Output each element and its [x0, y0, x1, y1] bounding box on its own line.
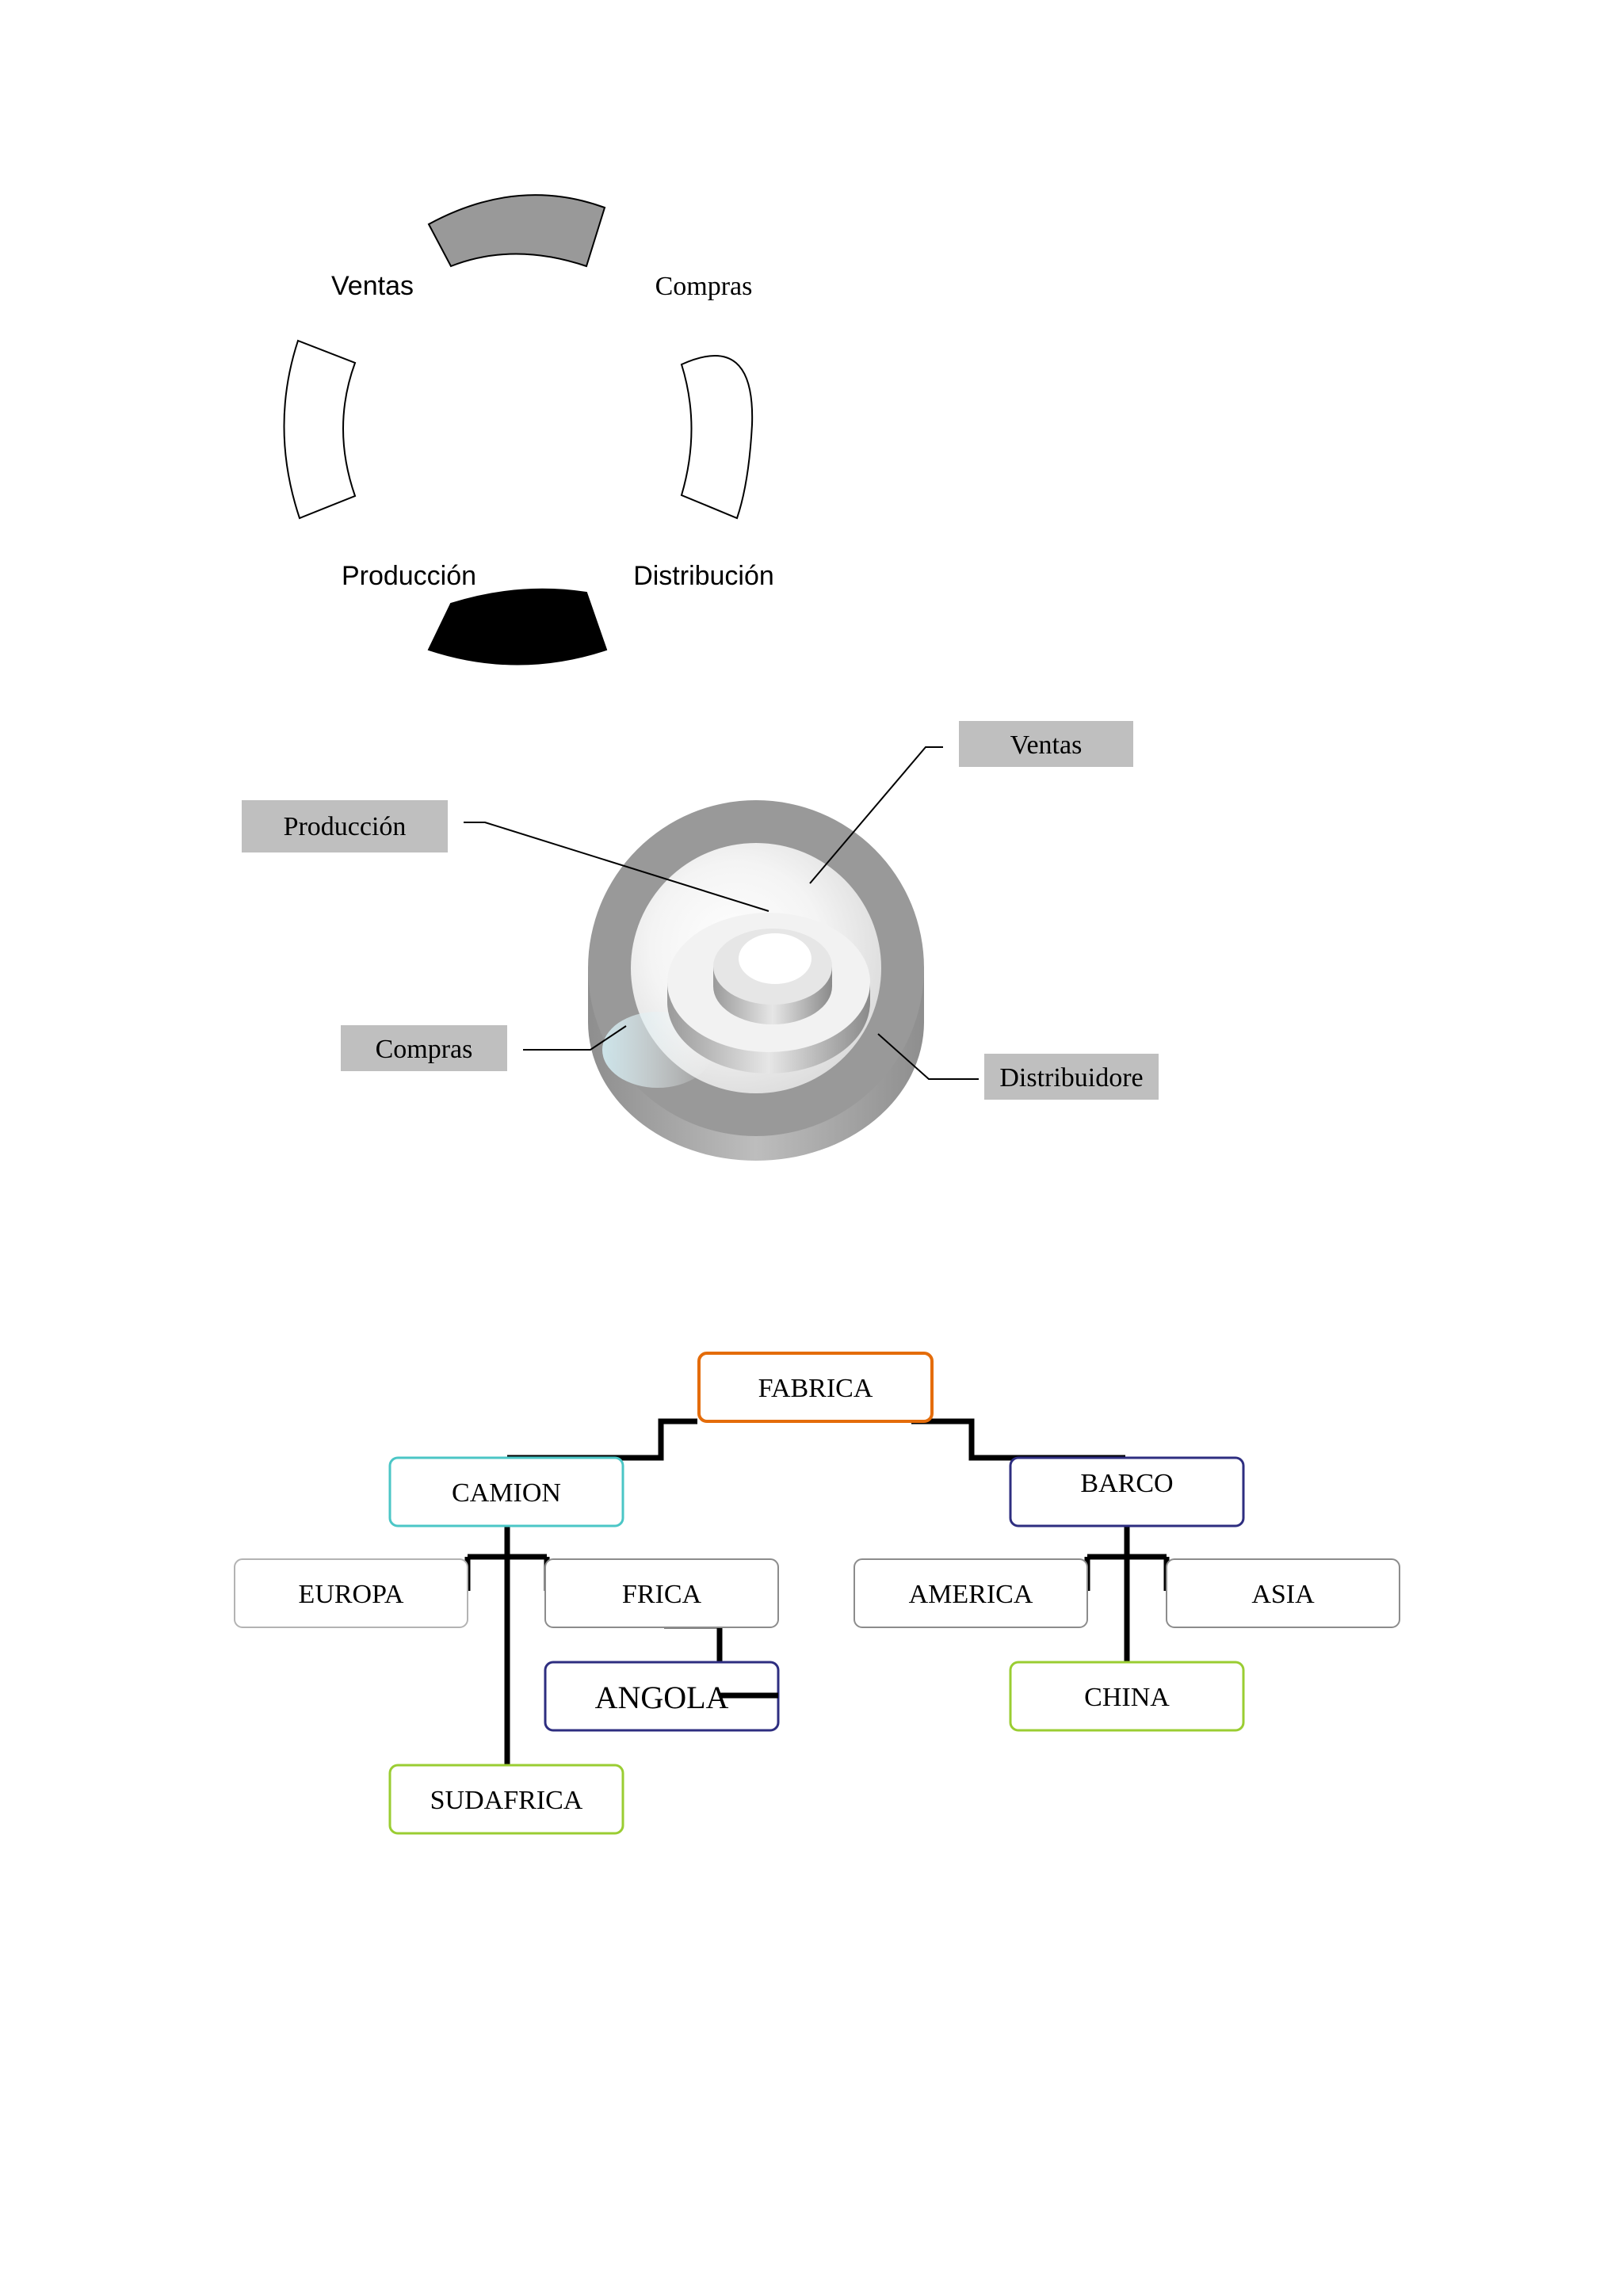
callout-box-compras	[341, 1025, 507, 1071]
connector-fabrica-barco	[911, 1418, 1125, 1461]
cycle-diagram: Ventas Compras Producción Distribución	[283, 194, 774, 666]
node-asia: ASIA	[1166, 1558, 1400, 1628]
node-camion-label: CAMION	[452, 1478, 561, 1508]
callout-box-produccion	[242, 800, 448, 852]
node-camion: CAMION	[388, 1456, 624, 1527]
cycle-label-distribucion: Distribución	[633, 561, 774, 591]
node-europa-box	[234, 1558, 468, 1628]
node-america: AMERICA	[854, 1558, 1088, 1628]
node-china: CHINA	[1009, 1661, 1245, 1732]
cycle-label-ventas: Ventas	[331, 271, 414, 301]
node-fabrica: FABRICA	[697, 1352, 934, 1423]
node-frica-label: FRICA	[622, 1580, 702, 1609]
node-america-label: AMERICA	[909, 1580, 1033, 1609]
cycle-segment-right	[680, 355, 754, 520]
callout-box-distribuidore	[984, 1054, 1159, 1100]
callout-label-compras: Compras	[376, 1035, 473, 1064]
cycle-label-produccion: Producción	[342, 561, 476, 591]
node-china-label: CHINA	[1084, 1683, 1170, 1712]
cycle-segment-left	[283, 339, 357, 520]
node-angola-label: ANGOLA	[595, 1680, 729, 1715]
node-frica-box	[544, 1558, 779, 1628]
node-asia-label: ASIA	[1251, 1580, 1315, 1609]
org-chart: FABRICA CAMION BARCO EUROPA FRICA AMERIC…	[234, 1352, 1400, 1835]
connector-fabrica-camion	[507, 1418, 697, 1461]
callout-box-ventas	[959, 721, 1133, 767]
node-sudafrica-box	[388, 1764, 624, 1835]
target-center	[739, 933, 812, 984]
node-sudafrica-label: SUDAFRICA	[430, 1786, 583, 1815]
callout-label-produccion: Producción	[284, 812, 407, 841]
cycle-segment-top	[427, 194, 606, 268]
node-europa-label: EUROPA	[299, 1580, 404, 1609]
target-diagram: Ventas Producción Compras Distribuidore	[242, 721, 1159, 1161]
callout-label-distribuidore: Distribuidore	[999, 1063, 1143, 1093]
node-camion-box	[388, 1456, 624, 1527]
node-barco-label: BARCO	[1080, 1469, 1173, 1498]
node-frica: FRICA	[544, 1558, 779, 1628]
node-europa: EUROPA	[234, 1558, 468, 1628]
callout-line-compras	[523, 1025, 627, 1051]
node-asia-box	[1166, 1558, 1400, 1628]
callout-line-ventas	[809, 746, 943, 884]
cycle-label-compras: Compras	[655, 272, 753, 301]
cycle-segment-bottom	[427, 588, 608, 666]
node-fabrica-box	[697, 1352, 934, 1423]
callout-label-ventas: Ventas	[1010, 730, 1083, 760]
node-sudafrica: SUDAFRICA	[388, 1764, 624, 1835]
node-barco-box	[1009, 1456, 1245, 1527]
callout-line-produccion	[464, 822, 769, 912]
node-angola: ANGOLA	[544, 1661, 780, 1732]
node-china-box	[1009, 1661, 1245, 1732]
node-america-box	[854, 1558, 1088, 1628]
node-barco: BARCO	[1009, 1456, 1245, 1527]
callout-line-distribuidore	[877, 1033, 979, 1080]
node-fabrica-label: FABRICA	[758, 1374, 873, 1403]
